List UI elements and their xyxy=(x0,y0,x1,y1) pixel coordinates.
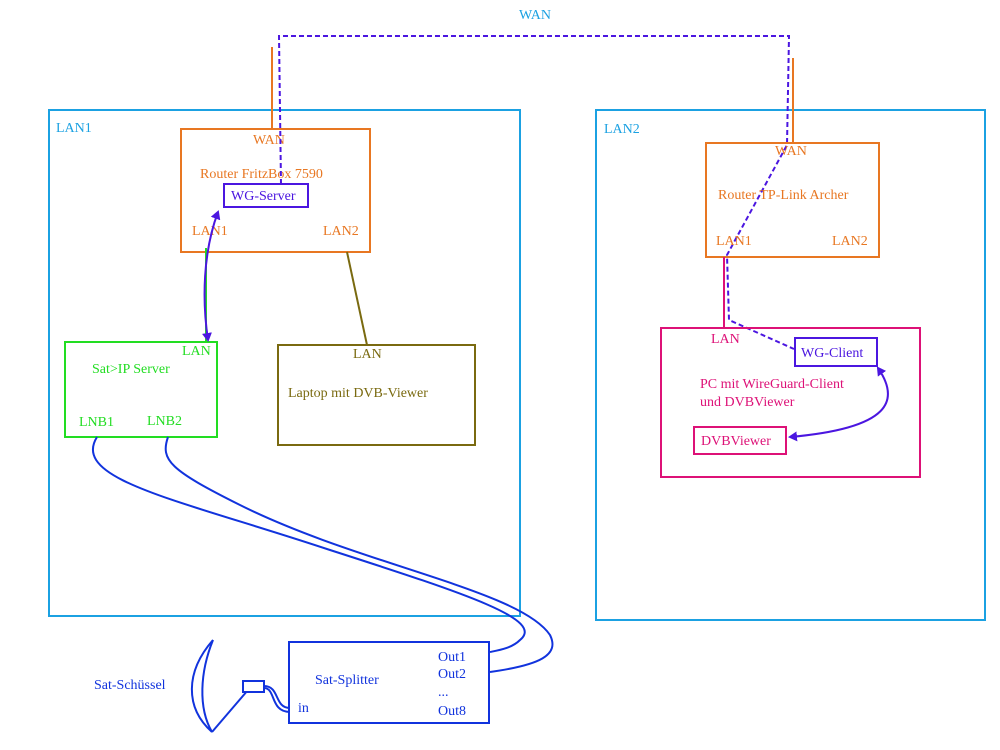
wg-server-box xyxy=(223,183,309,208)
router-tplink-lan2-port: LAN2 xyxy=(832,234,868,249)
satip-server xyxy=(64,341,218,438)
router-tplink xyxy=(705,142,880,258)
satip-lnb2-port: LNB2 xyxy=(147,414,182,429)
laptop-box xyxy=(277,344,476,446)
laptop-title: Laptop mit DVB-Viewer xyxy=(288,386,428,401)
sat-splitter-dots: ... xyxy=(438,685,449,700)
laptop-lan-port: LAN xyxy=(353,347,382,362)
sat-lnb-icon xyxy=(242,680,265,693)
sat-splitter-out8: Out8 xyxy=(438,704,466,719)
coax-dish-in-2 xyxy=(263,685,291,709)
router-fritzbox-lan2-port: LAN2 xyxy=(323,224,359,239)
sat-splitter-title: Sat-Splitter xyxy=(315,673,379,688)
pc-box xyxy=(660,327,921,478)
wg-client-label: WG-Client xyxy=(801,346,863,361)
satip-title: Sat>IP Server xyxy=(92,362,170,377)
wg-server-label: WG-Server xyxy=(231,189,296,204)
sat-splitter-in: in xyxy=(298,701,309,716)
lan2-zone-label: LAN2 xyxy=(604,122,640,137)
dvbviewer-label: DVBViewer xyxy=(701,434,771,449)
router-fritzbox-wan-port: WAN xyxy=(253,133,285,148)
satip-lan-port: LAN xyxy=(182,344,211,359)
coax-lnb1-out1 xyxy=(91,436,526,653)
wg-client-box xyxy=(794,337,878,367)
wg-server-satip-arrow xyxy=(202,210,221,342)
wireguard-tunnel xyxy=(277,35,795,350)
sat-dish-inner xyxy=(201,639,214,733)
lan1-zone-label: LAN1 xyxy=(56,121,92,136)
laptop-lan-link xyxy=(346,251,368,346)
sat-dish-arm xyxy=(211,689,249,733)
sat-splitter xyxy=(288,641,490,724)
sat-dish-label: Sat-Schüssel xyxy=(94,678,166,693)
lan2-zone xyxy=(595,109,986,621)
satip-lnb1-port: LNB1 xyxy=(79,415,114,430)
router-tplink-title: Router TP-Link Archer xyxy=(718,188,849,203)
coax-dish-in xyxy=(263,687,291,713)
pc-title-line2: und DVBViewer xyxy=(700,395,795,410)
sat-dish-icon xyxy=(191,639,214,733)
coax-lnb2-out2 xyxy=(164,436,554,673)
lan1-zone xyxy=(48,109,521,617)
wg-client-dvbviewer-arrow xyxy=(788,366,890,442)
sat-splitter-out1: Out1 xyxy=(438,650,466,665)
pc-lan-port: LAN xyxy=(711,332,740,347)
router-tplink-wan-port: WAN xyxy=(775,144,807,159)
wan-label: WAN xyxy=(519,8,551,23)
dvbviewer-box xyxy=(693,426,787,455)
pc-title-line1: PC mit WireGuard-Client xyxy=(700,377,844,392)
sat-splitter-out2: Out2 xyxy=(438,667,466,682)
router-tplink-lan1-port: LAN1 xyxy=(716,234,752,249)
router-fritzbox-title: Router FritzBox 7590 xyxy=(200,167,323,182)
router-fritzbox xyxy=(180,128,371,253)
